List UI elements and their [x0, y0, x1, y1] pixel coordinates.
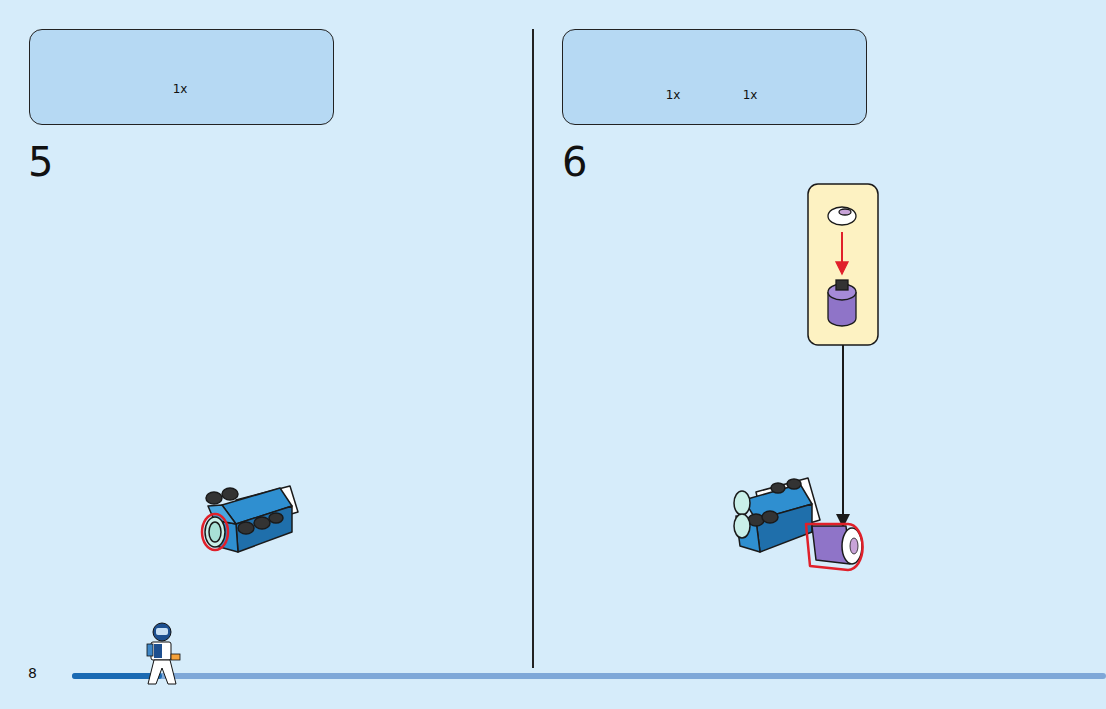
- divider-line: [532, 29, 534, 668]
- step-number: 6: [562, 142, 587, 182]
- part-quantity: 1x: [173, 82, 188, 96]
- minifig-icon: [147, 623, 180, 684]
- parts-box: 1x: [29, 29, 334, 125]
- part-quantity: 1x: [743, 88, 758, 102]
- progress-bar: [72, 673, 1106, 679]
- page-number: 8: [28, 666, 37, 680]
- model-assembly: [202, 486, 298, 552]
- callout-box: [808, 184, 878, 345]
- step-number: 5: [28, 142, 53, 182]
- model-assembly: [734, 478, 863, 570]
- progress-fill: [72, 673, 162, 679]
- parts-box: 1x 1x: [562, 29, 867, 125]
- callout-parts: [828, 207, 856, 326]
- part-quantity: 1x: [666, 88, 681, 102]
- placement-arrow: [842, 345, 844, 516]
